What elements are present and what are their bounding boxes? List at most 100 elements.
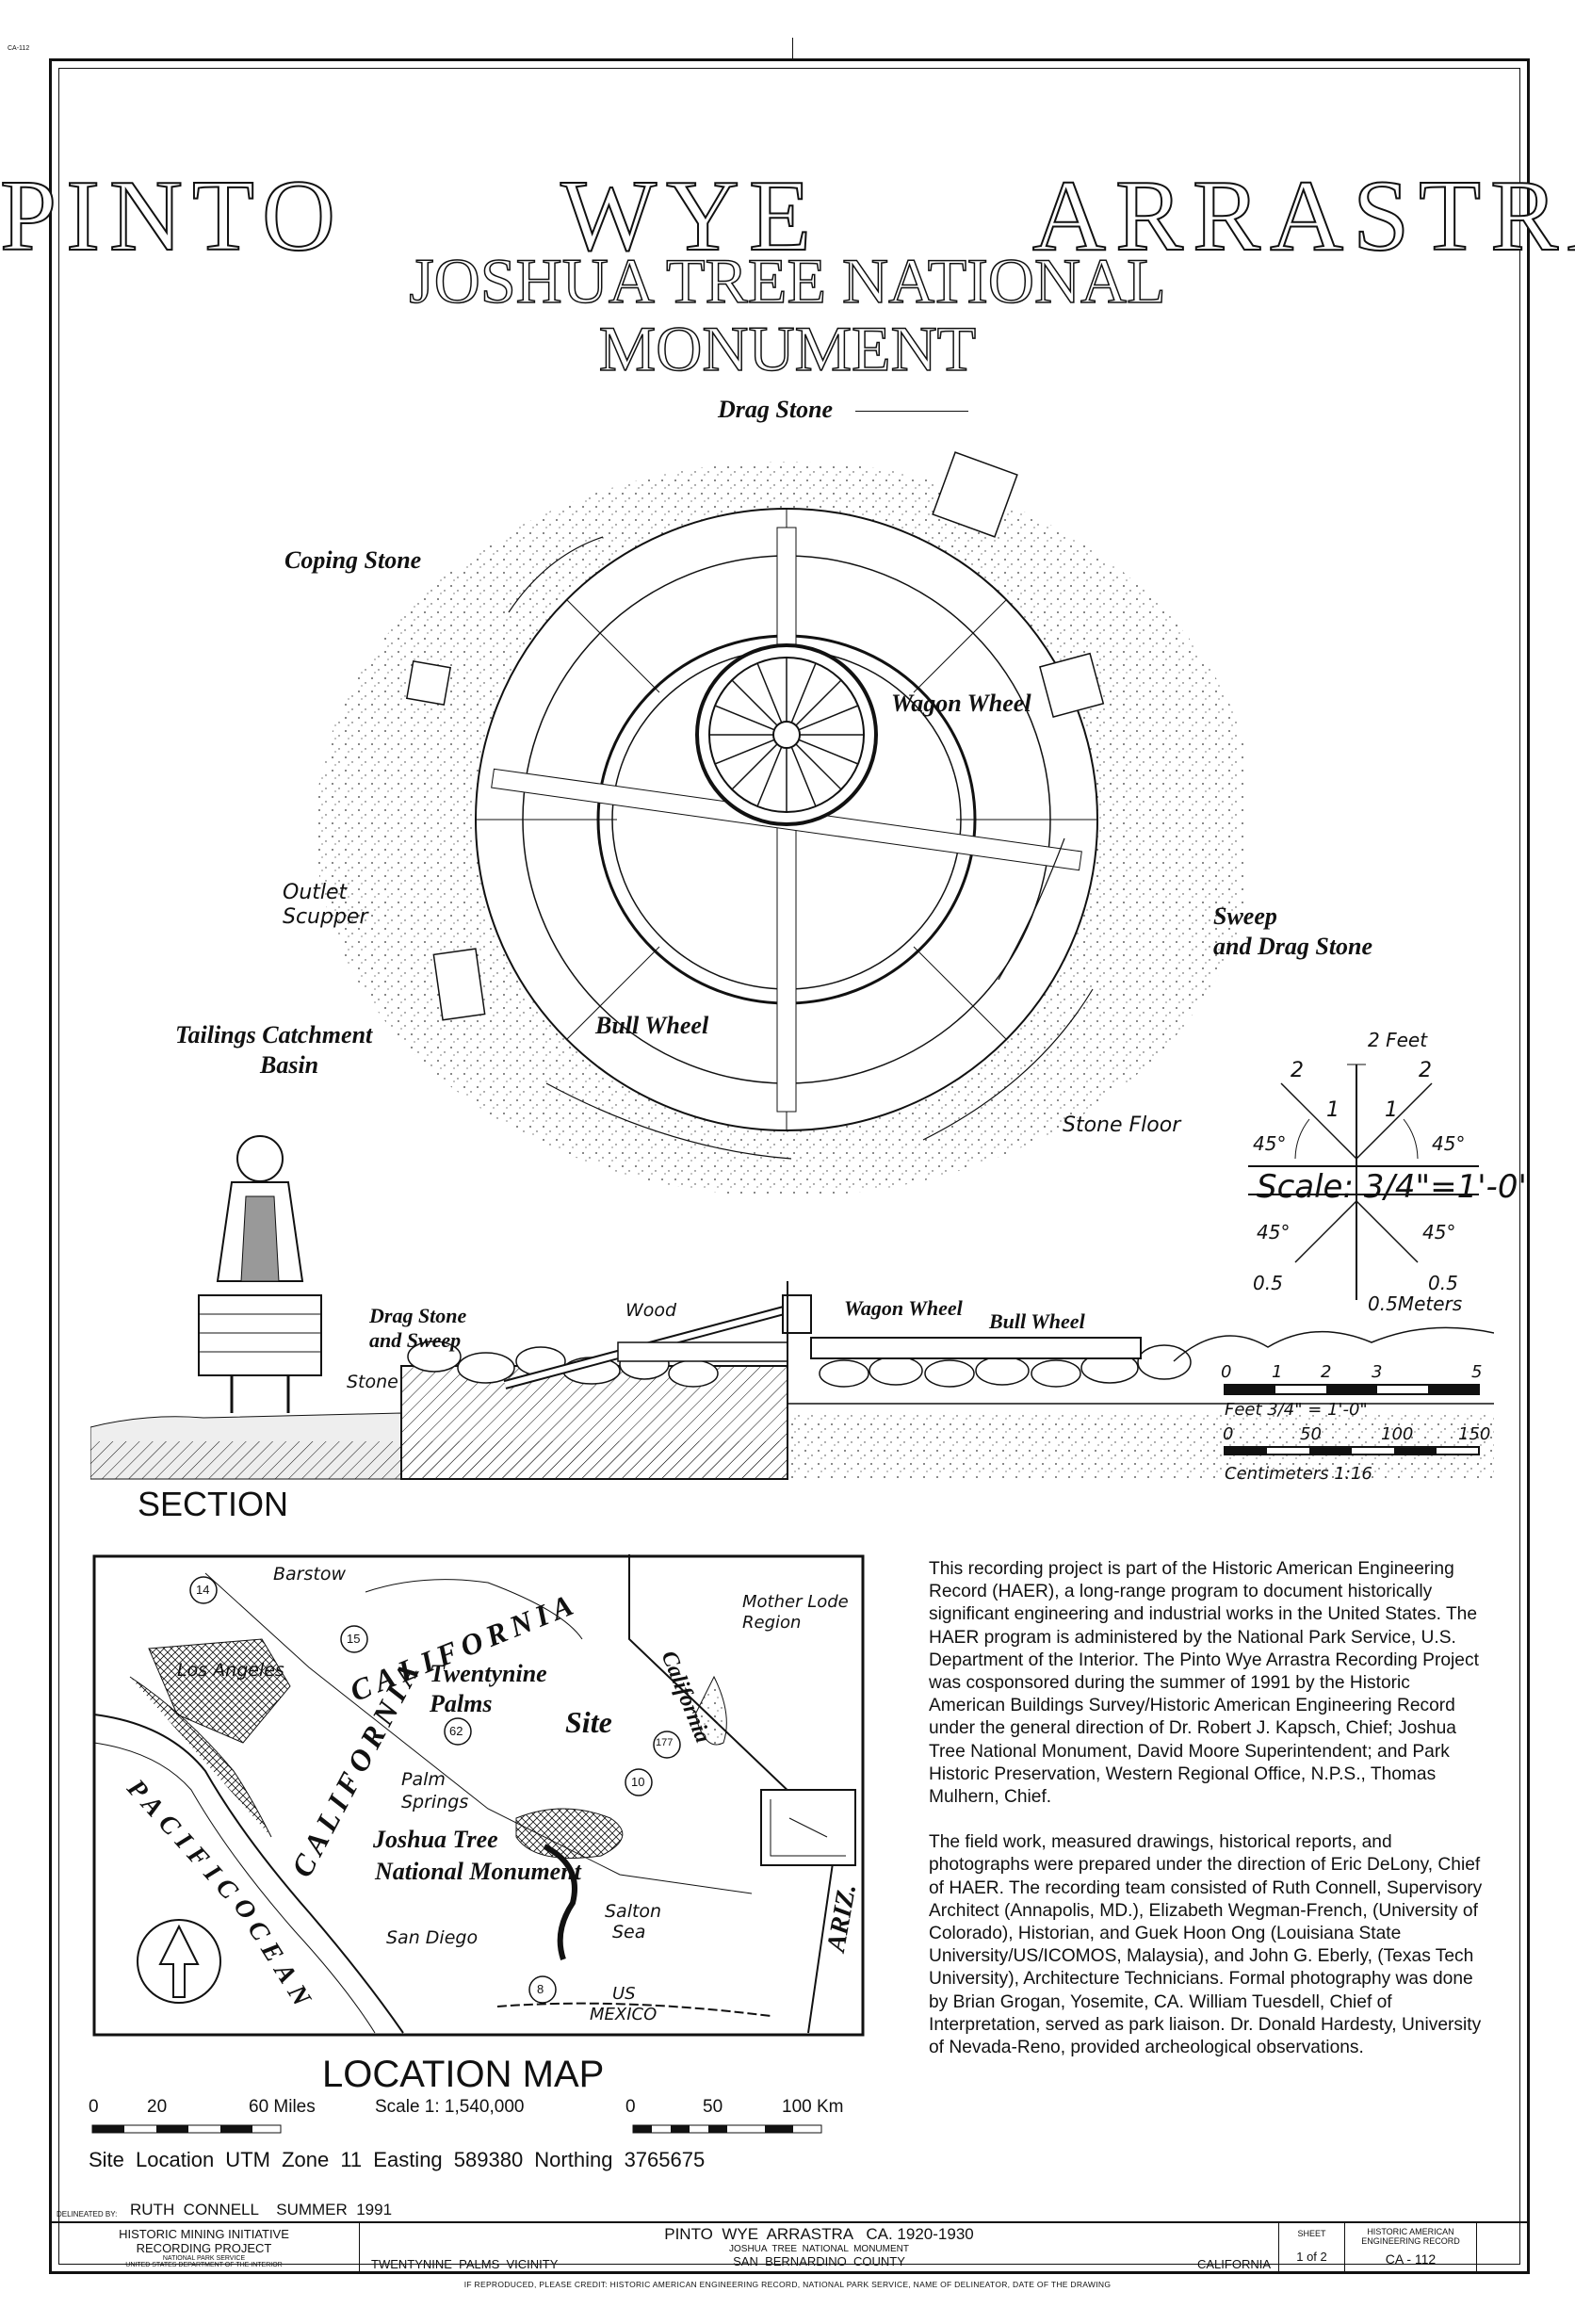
section-title: SECTION (138, 1485, 289, 1523)
section-label-bull-wheel: Bull Wheel (989, 1309, 1085, 1333)
bar-cm-50: 50 (1300, 1424, 1322, 1444)
description-paragraph-1: This recording project is part of the Hi… (929, 1559, 1479, 1808)
map-scale-mi-20: 20 (147, 2097, 168, 2117)
map-barstow: Barstow (273, 1564, 347, 1585)
bar-cm-150: 150 (1458, 1424, 1491, 1444)
section-label-and-sweep: and Sweep (369, 1328, 462, 1352)
arrastra-plan-drawing (316, 451, 1243, 1196)
map-mother-lode: Mother Lode (742, 1592, 849, 1612)
label-drag-stone: Drag Stone (718, 396, 834, 423)
compass-bl05: 0.5 (1253, 1272, 1283, 1294)
tb-name: PINTO WYE ARRASTRA CA. 1920-1930 (664, 2225, 974, 2243)
route-15: 15 (347, 1632, 361, 1646)
compass-r45: 45° (1432, 1132, 1466, 1155)
title-block: HISTORIC MINING INITIATIVE RECORDING PRO… (49, 2221, 1530, 2274)
route-10: 10 (631, 1775, 645, 1789)
bar-feet-label: Feet 3/4" = 1'-0" (1225, 1400, 1368, 1420)
tb-org-4: UNITED STATES DEPARTMENT OF THE INTERIOR (125, 2262, 283, 2268)
tb-haer-2: ENGINEERING RECORD (1361, 2236, 1460, 2246)
corner-tag: CA-112 (8, 45, 30, 52)
map-scale-mi-60: 60 Miles (249, 2097, 316, 2117)
label-coping-stone: Coping Stone (284, 546, 422, 574)
label-outlet: Outlet (283, 881, 348, 904)
map-bar-scales (91, 2124, 822, 2134)
tb-haer-1: HISTORIC AMERICAN (1367, 2227, 1454, 2236)
section-label-wood: Wood (625, 1300, 677, 1321)
section-label-stone: Stone (347, 1372, 398, 1392)
route-177: 177 (656, 1737, 674, 1748)
bar-cm-label: Centimeters 1:16 (1225, 1464, 1372, 1484)
credit-line: IF REPRODUCED, PLEASE CREDIT: HISTORIC A… (463, 2280, 1112, 2289)
compass-br05: 0.5 (1428, 1272, 1458, 1294)
map-site: Site (565, 1705, 612, 1739)
scale-compass (1248, 1064, 1479, 1300)
tb-haer: HISTORIC AMERICAN ENGINEERING RECORD CA … (1345, 2223, 1477, 2274)
tb-sub2: SAN BERNARDINO COUNTY (733, 2254, 905, 2268)
map-region: Region (742, 1613, 802, 1633)
project-description: This recording project is part of the Hi… (929, 1558, 1485, 2082)
section-label-wagon-wheel: Wagon Wheel (844, 1296, 963, 1320)
tb-haer-no: CA - 112 (1385, 2251, 1437, 2267)
map-twentynine: Twentynine (430, 1660, 547, 1687)
description-paragraph-2: The field work, measured drawings, histo… (929, 1832, 1483, 2058)
compass-l1: 1 (1326, 1098, 1340, 1122)
location-map (92, 1554, 865, 2037)
map-us: US (612, 1984, 636, 2004)
route-62: 62 (449, 1724, 463, 1738)
route-8: 8 (537, 1982, 544, 1996)
tb-project: TWENTYNINE PALMS VICINITY PINTO WYE ARRA… (360, 2223, 1279, 2274)
tb-sheet-value: 1 of 2 (1296, 2250, 1327, 2264)
sheet-title: PINTO WYE ARRASTRA (0, 159, 1575, 273)
bar-feet-5: 5 (1471, 1362, 1483, 1382)
map-scale-km-50: 50 (703, 2097, 723, 2117)
map-san-diego: San Diego (386, 1927, 479, 1948)
tick-top (792, 38, 793, 60)
compass-bl45: 45° (1257, 1221, 1291, 1243)
delineated-by-label: DELINEATED BY: (57, 2210, 118, 2218)
tb-org: HISTORIC MINING INITIATIVE RECORDING PRO… (49, 2223, 360, 2274)
label-stone-floor: Stone Floor (1063, 1113, 1181, 1137)
sheet-subtitle-1: JOSHUA TREE NATIONAL (409, 245, 1167, 317)
map-scale-km-0: 0 (625, 2097, 636, 2117)
tb-sheet: SHEET 1 of 2 (1279, 2223, 1345, 2274)
tb-sheet-label: SHEET (1297, 2229, 1326, 2238)
sheet-subtitle-2: MONUMENT (598, 313, 977, 384)
bar-feet-0: 0 (1221, 1362, 1232, 1382)
site-utm: Site Location UTM Zone 11 Easting 589380… (89, 2148, 706, 2171)
label-and-drag-stone: and Drag Stone (1213, 933, 1373, 960)
arrastra-section-drawing (90, 1135, 1494, 1480)
delineated-by-value: RUTH CONNELL SUMMER 1991 (130, 2201, 393, 2218)
label-basin: Basin (260, 1051, 319, 1079)
map-sea: Sea (612, 1922, 646, 1942)
map-palm: Palm (401, 1769, 446, 1790)
sheet-border (49, 58, 1530, 2274)
tb-state: CALIFORNIA (1196, 2257, 1271, 2271)
map-national-monument: National Monument (375, 1858, 581, 1885)
map-joshua-tree: Joshua Tree (373, 1826, 498, 1853)
map-scale-ratio: Scale 1: 1,540,000 (375, 2097, 525, 2117)
map-mexico: MEXICO (590, 2005, 658, 2024)
tb-sub1: JOSHUA TREE NATIONAL MONUMENT (729, 2244, 909, 2254)
tb-vicinity: TWENTYNINE PALMS VICINITY (371, 2257, 559, 2271)
tb-org-1: HISTORIC MINING INITIATIVE (119, 2227, 289, 2241)
tb-org-3: NATIONAL PARK SERVICE (162, 2255, 246, 2262)
bar-cm-0: 0 (1223, 1424, 1234, 1444)
label-sweep: Sweep (1213, 902, 1277, 930)
compass-br45: 45° (1422, 1221, 1456, 1243)
bar-cm-100: 100 (1381, 1424, 1414, 1444)
bar-scale (1224, 1384, 1480, 1455)
scale-text: Scale: 3/4"=1'-0" (1257, 1168, 1534, 1206)
map-scale-mi-0: 0 (89, 2097, 99, 2117)
bar-feet-3: 3 (1372, 1362, 1383, 1382)
route-14: 14 (196, 1583, 210, 1597)
leader-drag-stone (855, 411, 968, 412)
tb-blank (1477, 2223, 1530, 2274)
map-springs: Springs (401, 1792, 469, 1812)
label-wagon-wheel: Wagon Wheel (891, 690, 1031, 717)
compass-l45: 45° (1253, 1132, 1287, 1155)
label-scupper: Scupper (283, 905, 368, 929)
map-scale-km-100: 100 Km (782, 2097, 844, 2117)
compass-top-label: 2 Feet (1368, 1029, 1428, 1051)
compass-r1: 1 (1385, 1098, 1398, 1122)
section-label-drag-stone: Drag Stone (369, 1304, 467, 1327)
